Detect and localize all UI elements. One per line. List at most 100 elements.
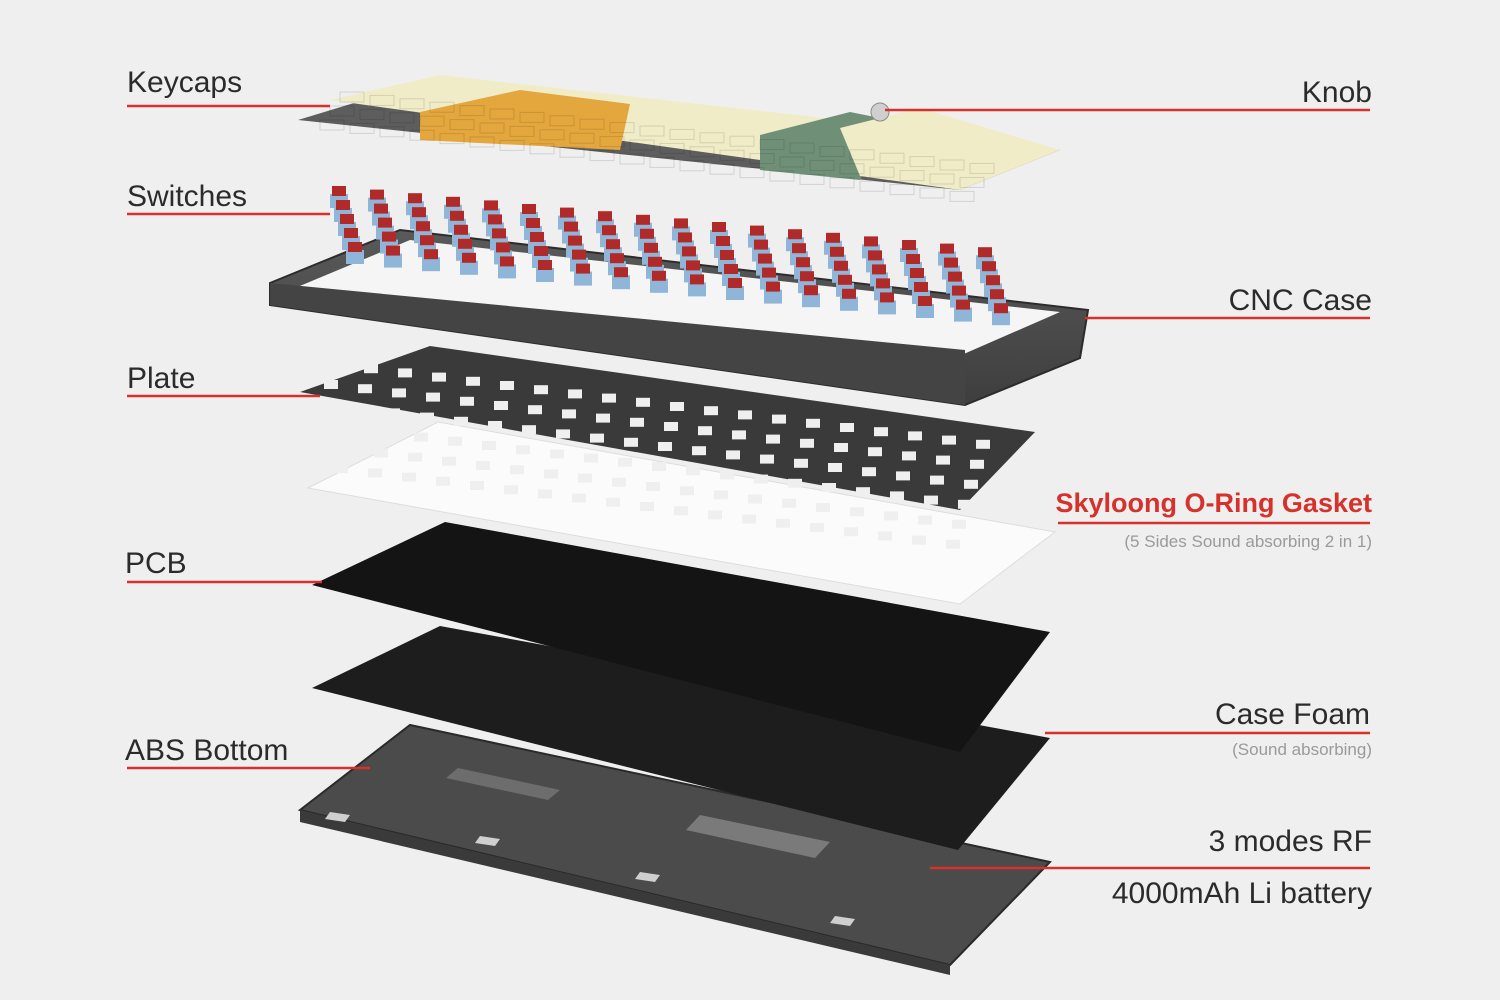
- switch-stem: [978, 247, 992, 258]
- keycap: [879, 152, 905, 164]
- switch-stem: [644, 242, 658, 253]
- switch-stem: [340, 214, 354, 224]
- keycap: [659, 142, 685, 154]
- plate-hole: [670, 402, 684, 411]
- plate-hole: [380, 428, 394, 438]
- plate-hole: [358, 384, 372, 394]
- plate-hole: [618, 457, 632, 467]
- label-plate: Plate: [127, 362, 196, 395]
- plate-hole: [772, 414, 786, 424]
- plate-hole: [414, 432, 428, 442]
- switch-housing: [992, 311, 1010, 326]
- switch-stem: [690, 274, 704, 285]
- plate-hole: [630, 417, 644, 427]
- plate-hole: [658, 442, 672, 451]
- switch-stem: [876, 278, 890, 289]
- switch-stem: [416, 221, 430, 232]
- keycap: [809, 159, 835, 171]
- plate-hole: [714, 490, 728, 500]
- switch-stem: [796, 257, 810, 268]
- plate-hole: [488, 421, 502, 430]
- keycap: [839, 163, 865, 175]
- plate-hole: [448, 436, 462, 446]
- switch-stem: [956, 299, 970, 310]
- keycap: [919, 187, 945, 199]
- plate-hole: [760, 454, 774, 464]
- keycap: [849, 149, 875, 161]
- plate-hole: [408, 452, 422, 462]
- plate-hole: [374, 448, 388, 458]
- switch-stem: [424, 249, 438, 260]
- plate-hole: [646, 482, 660, 491]
- keycap: [559, 146, 585, 158]
- switch-housing: [916, 304, 934, 318]
- plate-hole: [460, 396, 474, 406]
- plate-hole: [584, 453, 598, 463]
- plate-hole: [568, 389, 582, 399]
- switch-stem: [412, 207, 426, 218]
- plate-hole: [946, 539, 960, 549]
- switch-stem: [792, 243, 806, 254]
- plate-hole: [476, 461, 490, 470]
- keycap: [489, 108, 515, 120]
- plate-hole: [844, 527, 858, 537]
- plate-hole: [878, 531, 892, 541]
- label-gasket: Skyloong O-Ring Gasket: [1055, 488, 1372, 518]
- switch-stem: [982, 261, 996, 272]
- switch-stem: [914, 282, 928, 292]
- keycap: [529, 143, 555, 155]
- label-case-foam-sub: (Sound absorbing): [1232, 740, 1372, 759]
- switch-stem: [602, 225, 616, 236]
- switch-stem: [830, 246, 844, 257]
- switch-stem: [906, 254, 920, 264]
- plate-hole: [816, 503, 830, 512]
- keycap: [779, 156, 805, 168]
- plate-hole: [908, 431, 922, 441]
- keycap: [799, 173, 825, 185]
- keycap: [319, 119, 345, 131]
- switch-grid: [330, 186, 1010, 326]
- abs-bottom-layer: [297, 723, 1052, 975]
- plate-hole: [494, 401, 508, 410]
- plate-hole: [674, 506, 688, 516]
- label-keycaps: Keycaps: [127, 66, 243, 99]
- keycap: [959, 176, 985, 188]
- knob-icon: [870, 102, 890, 122]
- label-rf: 3 modes RF: [1208, 825, 1372, 858]
- label-pcb: PCB: [125, 547, 187, 580]
- switch-stem: [842, 288, 856, 299]
- keycap: [909, 156, 935, 168]
- keycap: [929, 173, 955, 185]
- plate-hole: [340, 444, 354, 454]
- keycap: [419, 115, 445, 127]
- plate-hole: [606, 497, 620, 507]
- plate-hole: [500, 381, 514, 390]
- keycap: [389, 112, 415, 124]
- switch-housing: [802, 293, 820, 308]
- plate-hole: [958, 499, 972, 509]
- keycap: [579, 118, 605, 130]
- switch-stem: [686, 260, 700, 271]
- switch-stem: [788, 229, 802, 240]
- plate-hole: [516, 445, 530, 455]
- switch-stem: [910, 268, 924, 278]
- plate-hole: [686, 466, 700, 476]
- plate-hole: [538, 489, 552, 499]
- plate-hole: [346, 424, 360, 434]
- plate-hole: [874, 427, 888, 437]
- plate-hole: [742, 514, 756, 524]
- plate-hole: [868, 447, 882, 457]
- switch-stem: [678, 232, 692, 243]
- switch-stem: [454, 224, 468, 235]
- plate-hole: [732, 430, 746, 440]
- plate-hole: [890, 491, 904, 501]
- switch-stem: [766, 281, 780, 292]
- label-battery: 4000mAh Li battery: [1111, 877, 1372, 910]
- switch-stem: [682, 246, 696, 257]
- plate-hole: [806, 418, 820, 428]
- switch-housing: [498, 264, 516, 279]
- switch-stem: [652, 270, 666, 281]
- switch-stem: [348, 242, 362, 252]
- switch-stem: [526, 218, 540, 228]
- switch-housing: [384, 253, 402, 268]
